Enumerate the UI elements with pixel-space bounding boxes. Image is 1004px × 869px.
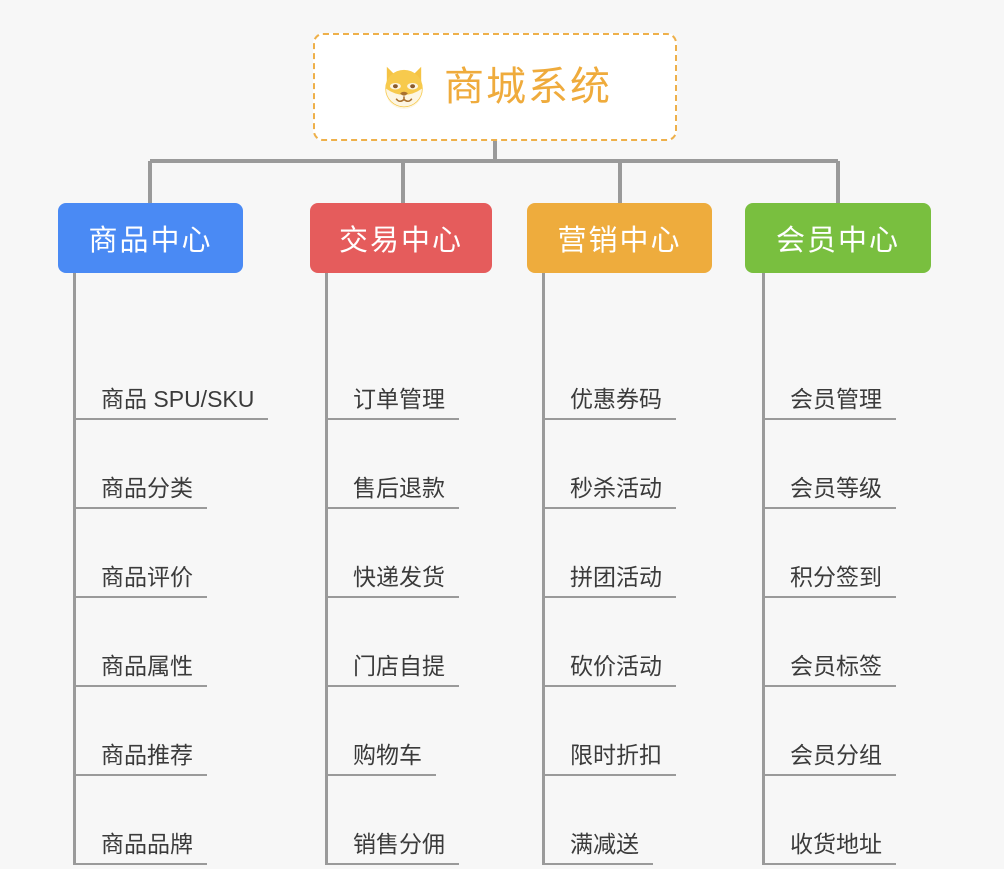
leaf-underline: 快递发货 xyxy=(325,564,459,598)
leaf-item-label: 订单管理 xyxy=(353,385,445,412)
leaf-item-label: 收货地址 xyxy=(790,830,882,857)
leaf-item[interactable]: 订单管理 xyxy=(325,368,459,420)
leaf-item[interactable]: 限时折扣 xyxy=(542,724,676,776)
mindmap-canvas: 商城系统 商品中心商品 SPU/SKU 商品分类商品评价商品属性商品推荐商品品牌 交… xyxy=(58,33,931,865)
leaf-list-member-center: 会员管理会员等级积分签到会员标签会员分组收货地址 xyxy=(745,273,931,869)
leaf-underline: 砍价活动 xyxy=(542,653,676,687)
leaf-underline: 满减送 xyxy=(542,831,653,865)
leaf-item-label: 会员标签 xyxy=(790,652,882,679)
category-header-member-center[interactable]: 会员中心 xyxy=(745,203,931,273)
leaf-item-label: 商品属性 xyxy=(101,652,193,679)
category-header-product-center[interactable]: 商品中心 xyxy=(58,203,243,273)
leaf-item[interactable]: 优惠券码 xyxy=(542,368,676,420)
leaf-item-label: 满减送 xyxy=(570,830,639,857)
leaf-list-product-center: 商品 SPU/SKU 商品分类商品评价商品属性商品推荐商品品牌 xyxy=(58,273,269,869)
leaf-underline: 商品 SPU/SKU xyxy=(73,385,269,420)
leaf-underline: 会员分组 xyxy=(762,742,896,776)
leaf-underline: 会员等级 xyxy=(762,475,896,509)
leaf-item-label: 销售分佣 xyxy=(353,830,445,857)
leaf-item-label: 商品推荐 xyxy=(101,741,193,768)
leaf-underline: 销售分佣 xyxy=(325,831,459,865)
root-title: 商城系统 xyxy=(444,65,612,109)
leaf-list-marketing-center: 优惠券码秒杀活动拼团活动砍价活动限时折扣满减送 xyxy=(527,273,712,869)
leaf-item[interactable]: 商品评价 xyxy=(73,546,207,598)
leaf-item[interactable]: 销售分佣 xyxy=(325,813,459,865)
leaf-underline: 购物车 xyxy=(325,742,436,776)
leaf-underline: 商品品牌 xyxy=(73,831,207,865)
leaf-item[interactable]: 收货地址 xyxy=(762,813,896,865)
leaf-spine-product-center xyxy=(73,273,76,865)
leaf-item-label: 积分签到 xyxy=(790,563,882,590)
leaf-underline: 商品分类 xyxy=(73,475,207,509)
leaf-item-label: 商品分类 xyxy=(101,474,193,501)
leaf-item[interactable]: 秒杀活动 xyxy=(542,457,676,509)
leaf-underline: 商品属性 xyxy=(73,653,207,687)
leaf-item[interactable]: 会员分组 xyxy=(762,724,896,776)
leaf-underline: 门店自提 xyxy=(325,653,459,687)
leaf-item[interactable]: 会员等级 xyxy=(762,457,896,509)
leaf-item[interactable]: 砍价活动 xyxy=(542,635,676,687)
leaf-item-label: 商品 SPU/SKU xyxy=(101,385,255,412)
leaf-item-label: 优惠券码 xyxy=(570,385,662,412)
leaf-item[interactable]: 售后退款 xyxy=(325,457,459,509)
leaf-item-label: 会员分组 xyxy=(790,741,882,768)
leaf-item-label: 商品评价 xyxy=(101,563,193,590)
category-header-marketing-center[interactable]: 营销中心 xyxy=(527,203,712,273)
column-marketing-center: 营销中心优惠券码秒杀活动拼团活动砍价活动限时折扣满减送 xyxy=(527,203,712,869)
category-header-trade-center[interactable]: 交易中心 xyxy=(310,203,492,273)
leaf-item-label: 拼团活动 xyxy=(570,563,662,590)
column-member-center: 会员中心会员管理会员等级积分签到会员标签会员分组收货地址 xyxy=(745,203,931,869)
leaf-item-label: 商品品牌 xyxy=(101,830,193,857)
leaf-item[interactable]: 门店自提 xyxy=(325,635,459,687)
leaf-item-label: 会员管理 xyxy=(790,385,882,412)
leaf-spine-marketing-center xyxy=(542,273,545,865)
leaf-item[interactable]: 满减送 xyxy=(542,813,653,865)
leaf-underline: 秒杀活动 xyxy=(542,475,676,509)
column-trade-center: 交易中心订单管理售后退款快递发货门店自提购物车销售分佣 xyxy=(310,203,492,869)
leaf-underline: 售后退款 xyxy=(325,475,459,509)
leaf-underline: 会员管理 xyxy=(762,386,896,420)
leaf-item[interactable]: 商品推荐 xyxy=(73,724,207,776)
leaf-item-label: 限时折扣 xyxy=(570,741,662,768)
leaf-item[interactable]: 商品属性 xyxy=(73,635,207,687)
leaf-item-label: 秒杀活动 xyxy=(570,474,662,501)
leaf-underline: 积分签到 xyxy=(762,564,896,598)
leaf-item[interactable]: 购物车 xyxy=(325,724,436,776)
leaf-item-label: 砍价活动 xyxy=(570,652,662,679)
leaf-spine-member-center xyxy=(762,273,765,865)
shiba-dog-face-icon xyxy=(385,66,423,109)
leaf-underline: 会员标签 xyxy=(762,653,896,687)
leaf-item[interactable]: 商品 SPU/SKU xyxy=(73,368,269,420)
leaf-item[interactable]: 会员管理 xyxy=(762,368,896,420)
leaf-underline: 拼团活动 xyxy=(542,564,676,598)
leaf-list-trade-center: 订单管理售后退款快递发货门店自提购物车销售分佣 xyxy=(310,273,492,869)
leaf-underline: 限时折扣 xyxy=(542,742,676,776)
column-product-center: 商品中心商品 SPU/SKU 商品分类商品评价商品属性商品推荐商品品牌 xyxy=(58,203,269,869)
leaf-underline: 商品评价 xyxy=(73,564,207,598)
leaf-spine-trade-center xyxy=(325,273,328,865)
leaf-item[interactable]: 商品品牌 xyxy=(73,813,207,865)
leaf-underline: 商品推荐 xyxy=(73,742,207,776)
leaf-item-label: 会员等级 xyxy=(790,474,882,501)
leaf-item-label: 售后退款 xyxy=(353,474,445,501)
leaf-underline: 优惠券码 xyxy=(542,386,676,420)
leaf-item-label: 门店自提 xyxy=(353,652,445,679)
leaf-item[interactable]: 快递发货 xyxy=(325,546,459,598)
leaf-item-label: 快递发货 xyxy=(353,563,445,590)
leaf-item[interactable]: 商品分类 xyxy=(73,457,207,509)
leaf-item[interactable]: 积分签到 xyxy=(762,546,896,598)
leaf-item[interactable]: 拼团活动 xyxy=(542,546,676,598)
leaf-item-label: 购物车 xyxy=(353,741,422,768)
leaf-underline: 收货地址 xyxy=(762,831,896,865)
leaf-item[interactable]: 会员标签 xyxy=(762,635,896,687)
root-node[interactable]: 商城系统 xyxy=(313,33,677,141)
leaf-underline: 订单管理 xyxy=(325,386,459,420)
